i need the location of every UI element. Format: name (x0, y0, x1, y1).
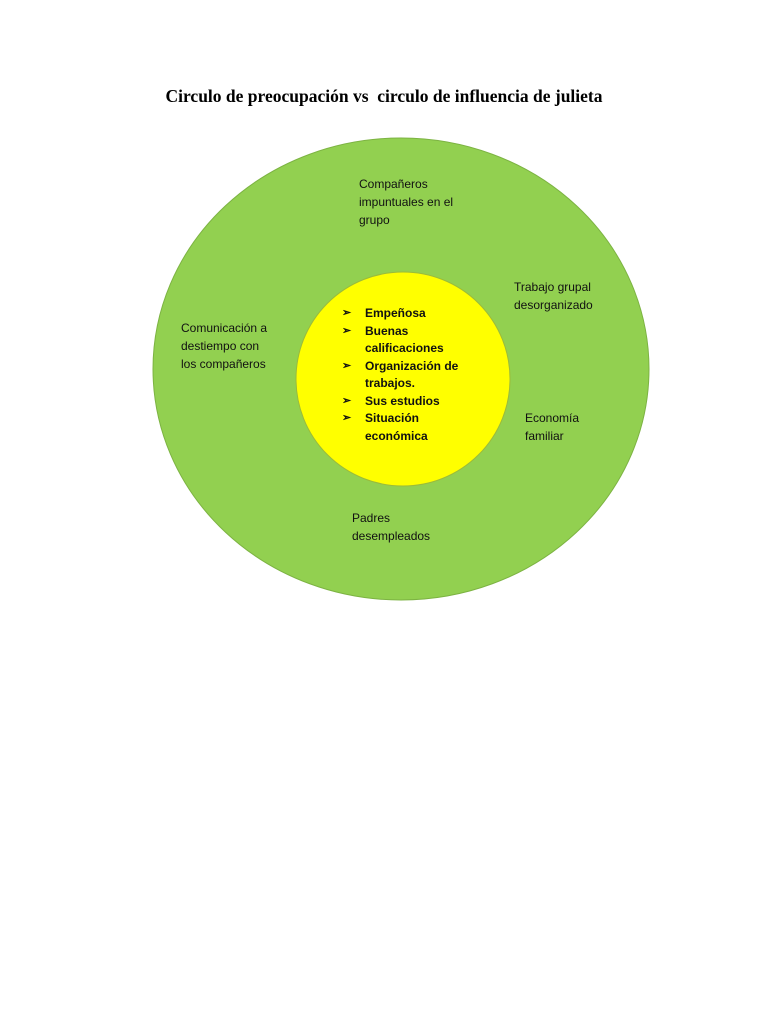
arrow-bullet-icon: ➢ (342, 412, 352, 424)
concern-label: Compañeros impuntuales en el grupo (359, 177, 454, 227)
concern-label: Padres desempleados (352, 511, 431, 543)
concern-label: Trabajo grupal desorganizado (514, 280, 593, 312)
influence-item: ➢Buenas calificaciones (342, 323, 444, 356)
influence-item: ➢Empeñosa (342, 305, 475, 323)
influence-list: ➢Empeñosa ➢Buenas calificaciones ➢Organi… (342, 305, 475, 445)
influence-item: ➢Situación económica (342, 411, 428, 443)
influence-item: ➢Organización de trabajos. (342, 358, 459, 391)
arrow-bullet-icon: ➢ (342, 324, 352, 337)
concern-label: Economía familiar (525, 411, 580, 443)
arrow-bullet-icon: ➢ (342, 307, 352, 319)
influence-item: ➢Sus estudios (342, 393, 475, 411)
arrow-bullet-icon: ➢ (342, 394, 352, 407)
concern-label: Comunicación a destiempo con los compañe… (181, 321, 268, 371)
circle-of-influence (295, 271, 511, 487)
diagram-title: Circulo de preocupación vs circulo de in… (165, 86, 603, 106)
arrow-bullet-icon: ➢ (342, 359, 352, 372)
